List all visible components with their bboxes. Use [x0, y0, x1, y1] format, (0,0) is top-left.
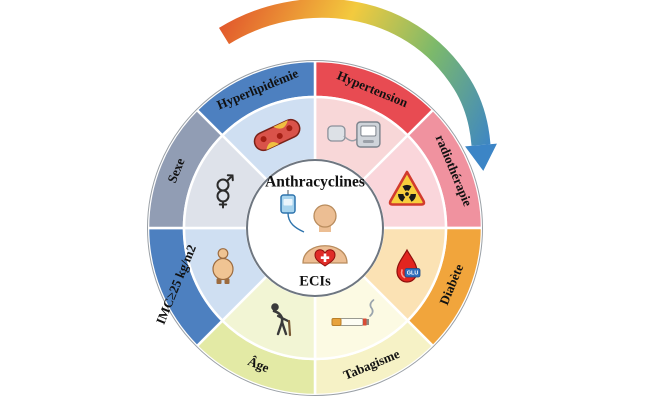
male-arrow	[225, 174, 234, 183]
patient-head	[313, 204, 337, 228]
female-cross	[218, 200, 228, 209]
trefoil-blade	[402, 184, 412, 194]
wheel: Hypertension radiothérapie Diabète Tabag…	[146, 59, 484, 397]
elderly-back	[272, 309, 284, 324]
blood-cell	[276, 132, 283, 139]
elderly-head	[271, 303, 279, 311]
trefoil-core	[405, 192, 409, 196]
bp-button	[362, 140, 374, 143]
iv-label	[283, 199, 293, 206]
obese-leg	[224, 278, 230, 284]
center-subtitle: ECIs	[299, 273, 331, 289]
smoke-curl	[369, 299, 375, 317]
cigarette-icon	[331, 299, 375, 326]
cigarette-ember	[363, 318, 367, 326]
glucometer-tag	[404, 268, 421, 278]
center-circle	[246, 159, 384, 297]
plaque	[273, 120, 288, 129]
radiation-icon	[388, 170, 426, 206]
plaque	[266, 141, 280, 150]
obese-person-icon	[212, 248, 234, 284]
bp-monitor-icon	[327, 121, 381, 148]
iv-tube	[287, 212, 305, 233]
center-title: Anthracyclines	[265, 174, 365, 191]
elderly-person-icon	[271, 303, 292, 337]
gender-symbols-icon	[216, 174, 234, 209]
cigarette-filter	[331, 318, 342, 326]
cycle-arrow	[218, 0, 497, 171]
patient-icon	[302, 204, 348, 267]
blood-drop-icon: GLU	[396, 248, 421, 283]
elderly-arm	[276, 314, 290, 323]
heart-cross-horizontal	[320, 256, 330, 259]
center-content: Anthracyclines ECIs	[265, 174, 365, 290]
blood-cell	[286, 125, 293, 132]
drop-highlight	[400, 269, 406, 279]
obese-head	[217, 248, 229, 259]
cigarette-ash	[366, 319, 369, 325]
obese-body	[212, 257, 234, 281]
radiation-trefoil	[397, 184, 417, 202]
cycle-arrow-head-icon	[465, 143, 497, 171]
blood-vessel-icon	[253, 118, 301, 152]
obese-leg	[216, 278, 222, 284]
bp-cuff	[327, 125, 346, 142]
wheel-outline	[147, 60, 483, 396]
cane	[287, 319, 292, 337]
blood-cell	[260, 136, 267, 143]
elderly-legs	[276, 320, 288, 336]
iv-bag-icon	[280, 190, 305, 233]
cycle-arrow-body	[218, 0, 491, 146]
glucometer-tag-text: GLU	[407, 271, 419, 277]
bp-screen	[360, 125, 377, 137]
